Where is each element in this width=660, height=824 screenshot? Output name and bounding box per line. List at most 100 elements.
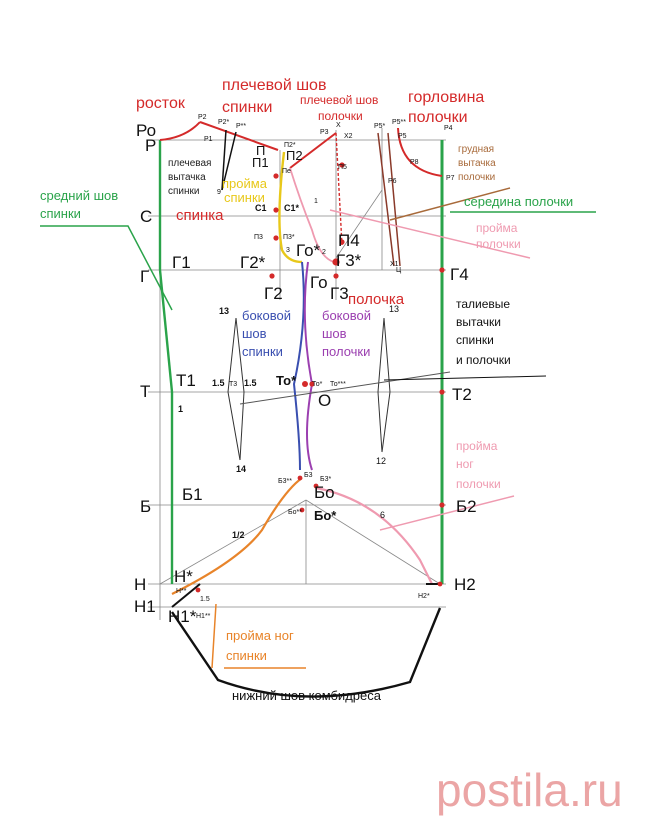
ann-shoulder-front-2: полочки	[318, 109, 363, 123]
sm-r2ss: Р**	[236, 123, 246, 130]
watermark: postila.ru	[436, 764, 623, 816]
ann-front-side-1: боковой	[322, 308, 371, 323]
front-armhole	[289, 167, 335, 263]
label-14: 14	[236, 464, 246, 474]
sm-ns: Н**	[176, 588, 187, 595]
ann-back-side-1: боковой	[242, 308, 291, 323]
label-gos: Го*	[296, 241, 321, 260]
label-s: С	[140, 207, 152, 226]
waist-darts	[227, 317, 391, 461]
ann-shoulder-back-1: плечевой шов	[222, 77, 326, 94]
label-t1: Т1	[176, 371, 196, 390]
label-tos: То*	[276, 373, 297, 388]
sm-r7: Р7	[446, 175, 455, 182]
label-p2: П2	[286, 148, 303, 163]
ann-front-side-2: шов	[322, 326, 347, 341]
ann-neckline-1: горловина	[408, 89, 484, 106]
label-n1: Н1	[134, 597, 156, 616]
back-shoulder-dart	[221, 129, 237, 191]
sm-p2s: П2*	[284, 142, 296, 149]
front-construction-line	[335, 132, 343, 246]
label-15b: 1.5	[244, 378, 257, 388]
label-bos: Бо*	[314, 508, 337, 523]
label-n1s: Н1*	[168, 607, 197, 626]
label-r: Р	[145, 136, 156, 155]
bottom-seam	[171, 607, 442, 698]
ann-back-leg-1: пройма ног	[226, 628, 294, 643]
label-b: Б	[140, 497, 151, 516]
ann-rostok: росток	[136, 95, 186, 112]
sm-n1ss: Н1**	[196, 613, 211, 620]
sm-n2s: Н2*	[418, 593, 430, 600]
label-6: 6	[380, 510, 385, 520]
back-leg-opening	[171, 477, 303, 595]
ann-bust-dart-2: вытачка	[458, 158, 496, 169]
grid-line-leg-back	[159, 499, 307, 585]
label-p: П	[256, 143, 265, 158]
label-g3s: Г3*	[336, 251, 362, 270]
ann-waist-darts-3: спинки	[456, 333, 494, 347]
back-center-seam	[158, 140, 174, 584]
ann-back-dart-2: вытачка	[168, 172, 206, 183]
label-13b: 13	[389, 304, 399, 314]
ann-shoulder-back-2: спинки	[222, 99, 272, 116]
front-neckline	[397, 127, 443, 177]
ann-back-side-2: шов	[242, 326, 267, 341]
sm-r4: Р4	[444, 125, 453, 132]
ann-back-seam-1: средний шов	[40, 188, 118, 203]
ann-back-armhole-2: спинки	[224, 190, 265, 205]
ann-front-side-3: полочки	[322, 344, 370, 359]
ann-neckline-2: полочки	[408, 109, 468, 126]
ann-front-leg-3: полочки	[456, 477, 501, 491]
label-15c: 1.5	[200, 596, 210, 603]
label-b1: Б1	[182, 485, 203, 504]
sm-x2: X2	[344, 133, 353, 140]
grid-line-leg-front	[305, 499, 441, 585]
back-side-seam	[292, 261, 305, 471]
label-t2: Т2	[452, 385, 472, 404]
front-shoulder-seam	[289, 132, 337, 169]
sm-p3: П3	[254, 234, 263, 241]
sm-b3ss: Б3**	[278, 478, 292, 485]
sm-r5s: Р5*	[374, 123, 386, 130]
label-g3: Г3	[330, 284, 349, 303]
leader-lines	[40, 187, 596, 669]
label-12: 12	[376, 456, 386, 466]
label-1: 1	[178, 404, 183, 414]
sm-c1s: С1*	[284, 203, 300, 213]
ann-back-dart-1: плечевая	[168, 158, 211, 169]
ann-front-armhole-2: полочки	[476, 237, 521, 251]
back-leg-base	[171, 583, 201, 608]
label-g1: Г1	[172, 253, 191, 272]
label-go: Го	[310, 273, 328, 292]
ann-back-armhole-1: пройма	[222, 176, 268, 191]
sm-c1: С1	[255, 203, 267, 213]
sm-c: Ц	[396, 267, 402, 274]
sm-p5: П5	[338, 164, 347, 171]
back-armhole	[278, 151, 303, 264]
sm-2: 2	[322, 249, 326, 256]
ann-waist-darts-1: талиевые	[456, 297, 510, 311]
sm-r2s: Р2*	[218, 119, 230, 126]
sm-b3: Б3	[304, 472, 313, 479]
ann-front-armhole-1: пройма	[476, 221, 518, 235]
label-half: 1/2	[232, 530, 245, 540]
label-g2s: Г2*	[240, 253, 266, 272]
ann-front-leg-2: ног	[456, 457, 474, 471]
ann-back-seam-2: спинки	[40, 206, 81, 221]
label-b2: Б2	[456, 497, 477, 516]
sm-t3: Т3	[229, 381, 237, 388]
front-leg-opening	[315, 486, 433, 585]
ann-bottom-seam: нижний шов комбидреса	[232, 688, 382, 703]
ann-back-dart-3: спинки	[168, 186, 199, 197]
ann-bust-dart-3: полочки	[458, 172, 495, 183]
ann-bust-dart-1: грудная	[458, 144, 494, 155]
ann-back: спинка	[176, 207, 224, 224]
sm-b3s: Б3*	[320, 476, 331, 483]
label-g: Г	[140, 267, 149, 286]
label-g2: Г2	[264, 284, 283, 303]
sm-tosss: То***	[330, 381, 346, 388]
ann-back-side-3: спинки	[242, 344, 283, 359]
